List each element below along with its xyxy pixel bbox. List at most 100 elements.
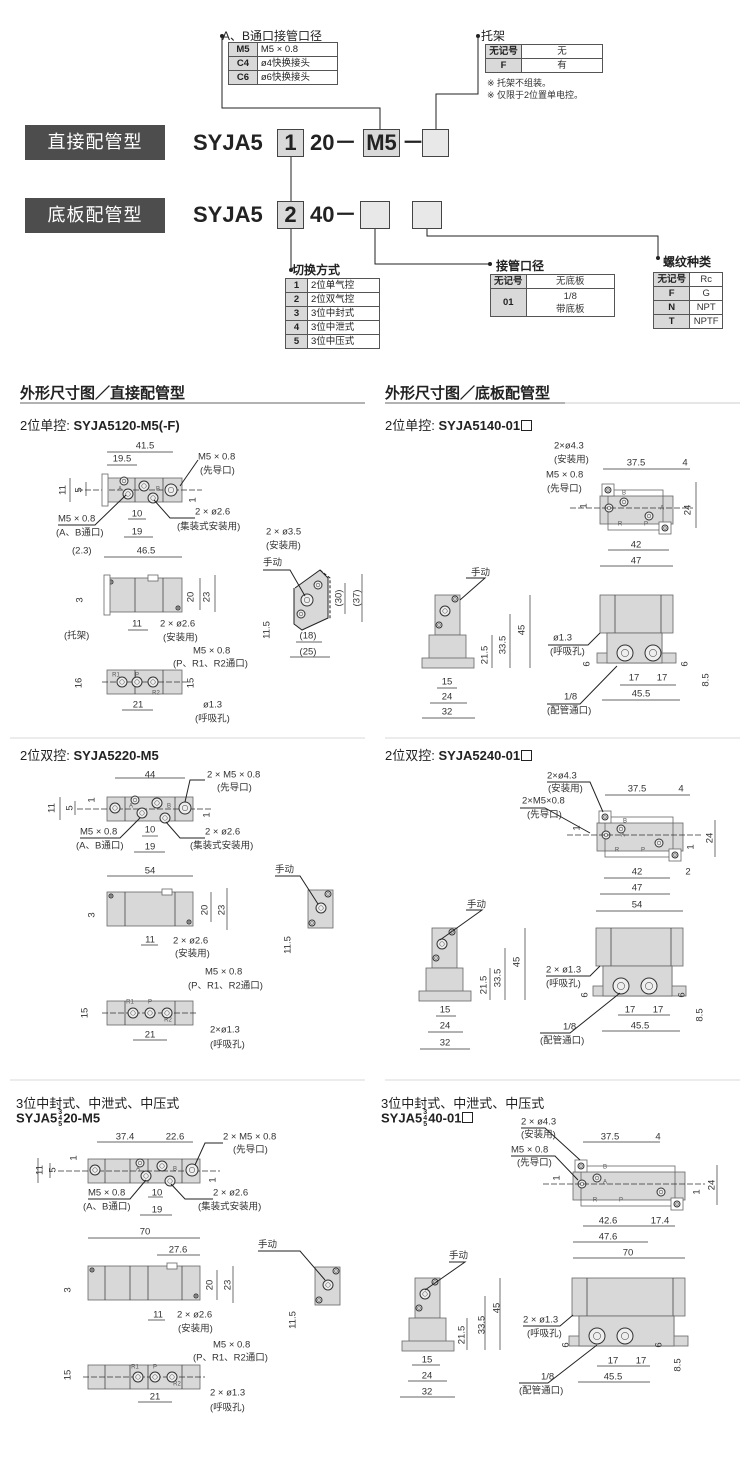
port-hole-inner [169, 1374, 175, 1380]
top-view-body [572, 1171, 686, 1201]
front-view-body [106, 891, 194, 927]
dimension-label: 21.5 [456, 1325, 468, 1345]
mount-hole [673, 1200, 681, 1208]
panel-type: 2位双控: [385, 748, 439, 763]
piping-title: 接管口径 [496, 259, 545, 273]
leader-line [547, 665, 618, 705]
port-hole [122, 488, 134, 500]
dimension-label: 20 [199, 904, 211, 916]
dimension-label: 11 [153, 1309, 163, 1321]
screw-hole [186, 919, 192, 925]
dimension-label: 1 [201, 812, 213, 818]
option-desc: 2位单气控 [307, 278, 380, 293]
port-hole-inner [159, 1163, 165, 1169]
manual-override [436, 938, 448, 950]
port-marking: B [621, 490, 627, 497]
dimension-label: 15 [439, 1004, 451, 1016]
option-code: 2 [285, 292, 308, 307]
dimension-label: 20 [204, 1279, 216, 1291]
leader-line [547, 781, 604, 813]
dimension-label: 手动 [471, 567, 491, 579]
port-hole-inner [325, 1282, 331, 1288]
switch-code-box: 1 [277, 129, 304, 157]
model-prefix: SYJA5 [193, 202, 263, 227]
dimension-label: (配管通口) [540, 1035, 585, 1047]
dimension-label: 1/8 [541, 1371, 555, 1383]
port-hole-inner [132, 797, 138, 803]
bracket-note: ※ 仅限于2位置单电控。 [487, 90, 584, 100]
dimension-label: 42 [631, 866, 643, 878]
port-hole [166, 1371, 178, 1383]
port-hole-inner [135, 1374, 141, 1380]
option-code: 3 [285, 306, 308, 321]
port-marking: A [620, 832, 626, 839]
dimension-label: 45.5 [631, 688, 651, 700]
dimension-label: (A、B通口) [83, 1201, 131, 1213]
dimension-label: 17 [624, 1004, 636, 1016]
screw [332, 1267, 340, 1275]
port-hole [136, 807, 148, 819]
panel-type: 2位单控: [20, 418, 74, 433]
dimension-label: 11 [145, 934, 155, 946]
dimension-label: 1 [86, 797, 98, 803]
dimension-label: 1 [68, 1155, 80, 1161]
leader-line [170, 1183, 213, 1200]
port-marking: B [602, 1164, 608, 1171]
dimension-label: 41.5 [135, 440, 155, 452]
port-hole [89, 1164, 101, 1176]
leader-line [263, 569, 306, 597]
dimension-label: 19 [144, 841, 156, 853]
dimension-label: 2 × ø1.3 [546, 964, 582, 976]
dimension-label: 45 [491, 1302, 503, 1314]
port-hole-inner [663, 526, 667, 530]
option-code: 5 [285, 334, 308, 349]
port-hole [130, 795, 140, 805]
option-desc: 无 [521, 44, 603, 59]
dimension-label: 21 [132, 699, 144, 711]
type-label-base: 底板配管型 [25, 198, 165, 233]
option-code: C4 [228, 56, 258, 71]
screw [451, 595, 459, 603]
mount-screw [616, 824, 626, 834]
front-view-body [599, 594, 674, 634]
dimension-label: 20 [185, 591, 197, 603]
option-desc: Rc [689, 272, 723, 287]
dimension-label: 1/8 [563, 1021, 577, 1033]
option-desc: ø4快换接头 [256, 56, 339, 71]
dimension-label: 1 [551, 1175, 563, 1181]
dimension-label: (先导口) [217, 782, 252, 794]
port-hole-inner [593, 1332, 601, 1340]
model-suffix: 20-M5 [63, 1110, 101, 1126]
screw-hole [175, 605, 181, 611]
leader-line [275, 875, 319, 905]
dimension-label: M5 × 0.8 [80, 826, 118, 838]
screw-hole [193, 1293, 199, 1299]
dimension-label: 2 × M5 × 0.8 [223, 1131, 277, 1143]
panel-title: 2位双控: SYJA5240-01 [385, 745, 533, 764]
mount-screw [654, 838, 664, 848]
leader-line [540, 992, 621, 1034]
dimension-label: 1 [571, 825, 583, 831]
dimension-label: 2×ø4.3 [547, 770, 577, 782]
side-view-subplate [428, 634, 467, 661]
mount-hole [147, 492, 159, 504]
dimension-label: (先导口) [233, 1144, 268, 1156]
port-hole-inner [303, 596, 310, 603]
option-code: 4 [285, 320, 308, 335]
dimension-label: (安装用) [554, 454, 589, 466]
leader-line [194, 1142, 223, 1166]
dimension-label: 2×M5×0.8 [522, 795, 565, 807]
dimension-label: 2 × ø2.6 [160, 618, 196, 630]
dimension-label: 19 [131, 526, 143, 538]
section-title-direct: 外形尺寸图／直接配管型 [20, 385, 186, 402]
port-hole-inner [645, 982, 653, 990]
dimension-label: 47.6 [598, 1231, 618, 1243]
port-marking: A [128, 803, 134, 810]
dimension-label: 33.5 [476, 1315, 488, 1335]
option-code: M5 [228, 42, 258, 57]
dimension-label: 1 [578, 503, 590, 509]
port-marking: R [614, 847, 620, 854]
port-marking: R1 [112, 672, 120, 679]
